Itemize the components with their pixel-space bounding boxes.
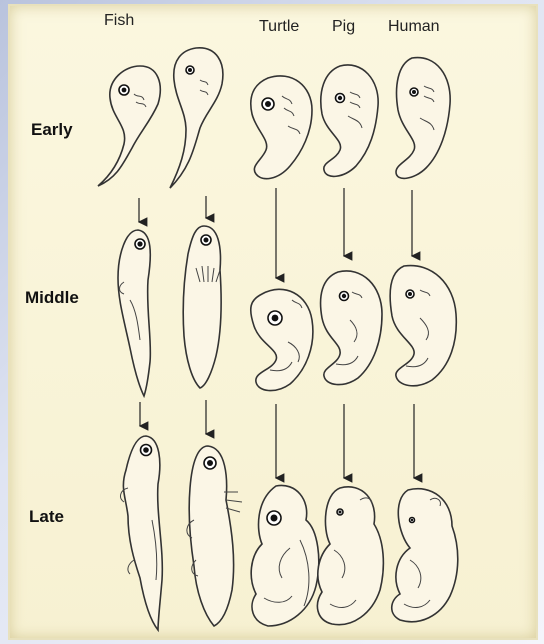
embryo-fish-b-middle [183, 226, 221, 388]
embryo-fish-b-late [187, 446, 242, 626]
embryo-pig-early [321, 65, 378, 176]
arrows-early-to-middle [139, 188, 412, 278]
embryo-human-late [392, 489, 458, 622]
embryo-human-middle [390, 266, 456, 386]
embryo-fish-a-middle [118, 230, 150, 396]
embryo-fish-a-early [98, 66, 160, 186]
embryo-turtle-early [251, 76, 312, 179]
embryo-human-early [396, 58, 450, 179]
embryo-fish-a-late [121, 436, 163, 630]
embryo-fish-b-early [170, 48, 223, 188]
embryo-turtle-middle [251, 289, 313, 390]
embryo-pig-late [317, 487, 383, 625]
embryo-turtle-late [251, 485, 319, 626]
arrows-middle-to-late [140, 400, 414, 478]
embryo-pig-middle [321, 271, 382, 385]
